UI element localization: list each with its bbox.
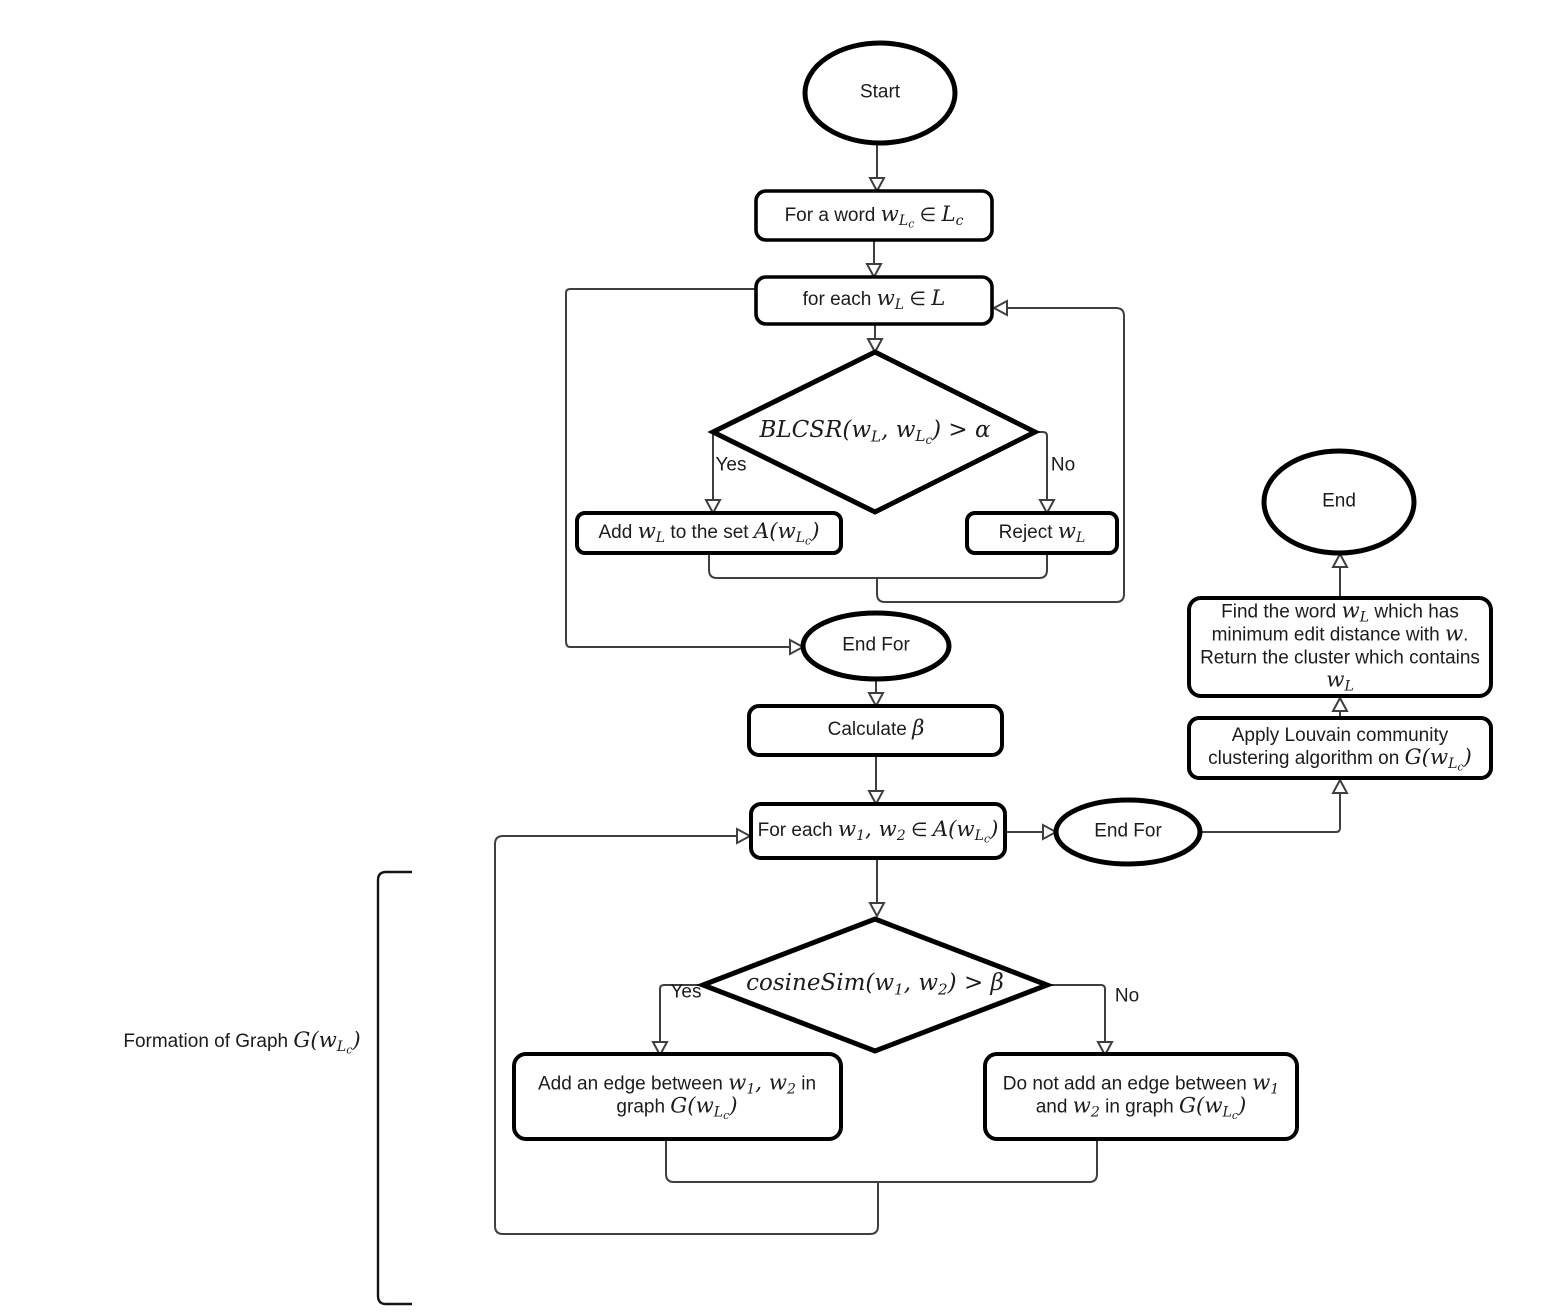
node-add-to-set: [575, 511, 843, 555]
edge-cosine-no: [1047, 984, 1106, 1042]
node-apply-louvain: [1187, 716, 1493, 780]
cosine-decision-label: cosineSim(w1, w2) > β: [746, 970, 1004, 999]
arrowhead-down-icon: [868, 902, 886, 919]
arrowhead-up-icon: [1331, 777, 1349, 794]
edge-endfor2-to-louvain: [1200, 793, 1341, 833]
edge-addset-reject-merge: [708, 553, 1048, 579]
edge-foreachword-to-endfor1: [565, 288, 790, 648]
node-blcsr-decision: [707, 349, 1041, 515]
blcsr-no-label: No: [1050, 454, 1076, 476]
start-label: Start: [859, 81, 901, 103]
reject-label: Reject wL: [998, 519, 1086, 547]
no-edge-label: Do not add an edge between w1 and w2 in …: [1002, 1070, 1280, 1123]
node-calculate-beta: [747, 704, 1004, 757]
formation-bracket: [376, 870, 412, 1306]
arrowhead-down-icon: [866, 338, 884, 355]
edge-loopback-to-foreachpair: [494, 835, 879, 1235]
arrowhead-down-icon: [867, 790, 885, 807]
arrowhead-down-icon: [865, 263, 883, 280]
node-for-each-word: [754, 275, 994, 326]
for-each-pair-label: For each w1, w2 ∈ A(wLc): [757, 817, 999, 846]
arrowhead-down-icon: [704, 499, 722, 516]
arrowhead-right-icon: [736, 827, 753, 845]
cosine-no-label: No: [1114, 985, 1140, 1007]
for-each-word-label: for each wL ∈ L: [802, 286, 946, 314]
arrowhead-down-icon: [651, 1041, 669, 1058]
add-to-set-label: Add wL to the set A(wLc): [598, 519, 820, 548]
edge-addedge-noedge-merge: [665, 1139, 1098, 1183]
arrowhead-down-icon: [867, 692, 885, 709]
node-cosine-decision: [696, 916, 1054, 1054]
blcsr-yes-label: Yes: [715, 454, 747, 476]
edge-cosine-yes: [659, 984, 703, 1042]
add-edge-label: Add an edge between w1, w2 in graph G(wL…: [537, 1070, 817, 1123]
calculate-beta-label: Calculate β: [827, 716, 925, 742]
node-no-edge: [983, 1052, 1299, 1141]
node-reject: [965, 511, 1119, 555]
arrowhead-right-icon: [789, 638, 806, 656]
end-label: End: [1322, 490, 1356, 512]
node-add-edge: [512, 1052, 843, 1141]
node-end-for-inner: [800, 610, 952, 682]
edge-blcsr-no: [1035, 431, 1048, 499]
arrowhead-down-icon: [1096, 1041, 1114, 1058]
node-for-each-pair: [749, 802, 1007, 860]
end-for-outer-label: End For: [1094, 820, 1162, 842]
arrowhead-left-icon: [991, 299, 1008, 317]
arrowhead-down-icon: [1038, 499, 1056, 516]
end-for-inner-label: End For: [842, 634, 910, 656]
formation-bracket-label: Formation of Graph G(wLc): [123, 1028, 361, 1057]
cosine-yes-label: Yes: [670, 981, 702, 1003]
apply-louvain-label: Apply Louvain community clustering algor…: [1208, 725, 1472, 774]
arrowhead-right-icon: [1042, 823, 1059, 841]
node-start: [802, 40, 958, 146]
edge-loopback-to-foreachword: [876, 307, 1125, 603]
node-find-word: [1187, 596, 1493, 698]
arrowhead-up-icon: [1331, 695, 1349, 712]
blcsr-decision-label: BLCSR(wL, wLc) > α: [759, 417, 991, 448]
arrowhead-down-icon: [868, 177, 886, 194]
node-for-word: [754, 189, 994, 242]
node-end: [1261, 448, 1417, 556]
arrowhead-up-icon: [1331, 551, 1349, 568]
for-word-label: For a word wLc ∈ Lc: [784, 202, 964, 231]
find-word-label: Find the word wL which has minimum edit …: [1200, 598, 1480, 695]
node-end-for-outer: [1053, 797, 1203, 867]
